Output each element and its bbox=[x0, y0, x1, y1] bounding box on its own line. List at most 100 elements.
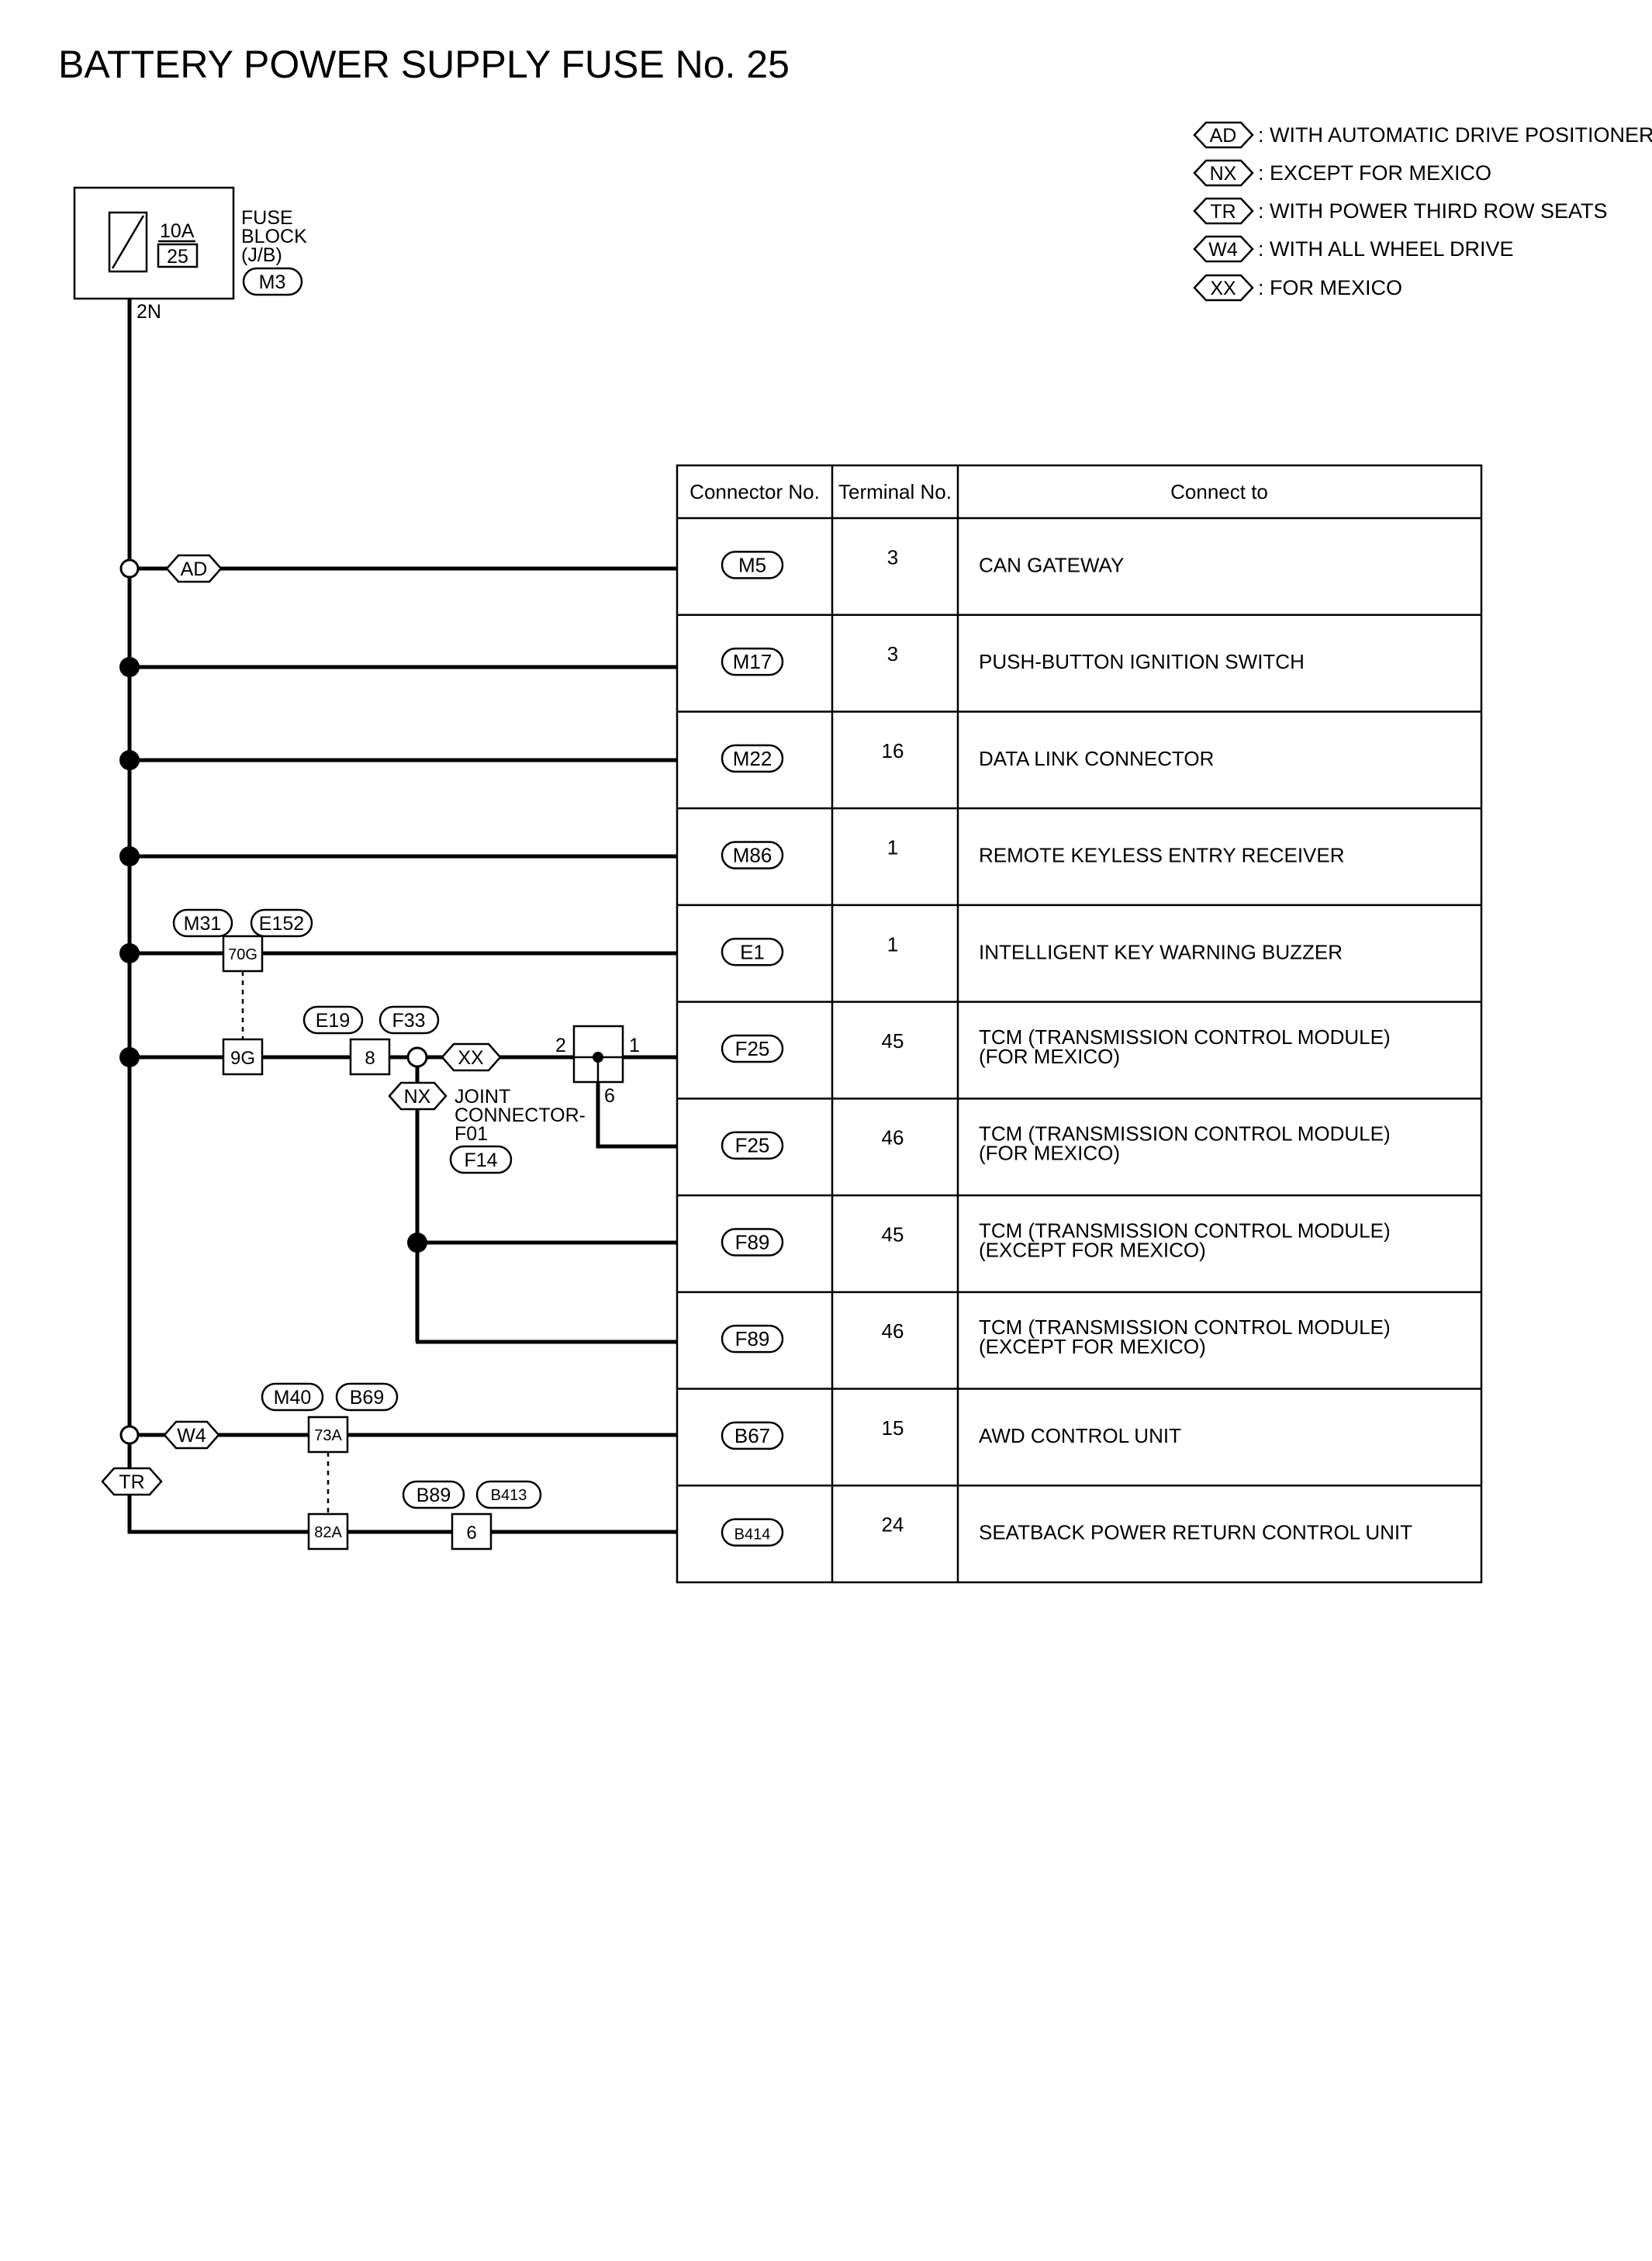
fuse-connector-id: M3 bbox=[259, 271, 286, 293]
joint-pin-label: 6 bbox=[604, 1085, 615, 1107]
connect-to-label: DATA LINK CONNECTOR bbox=[979, 747, 1214, 770]
connector-number: F25 bbox=[735, 1037, 770, 1060]
connect-to-label: SEATBACK POWER RETURN CONTROL UNIT bbox=[979, 1521, 1412, 1544]
option-tag-ad bbox=[165, 554, 223, 583]
fuse-block-label: BLOCK bbox=[241, 226, 307, 247]
connector-number: M17 bbox=[733, 650, 772, 673]
table-header: Connector No. bbox=[689, 480, 820, 503]
terminal-number: 15 bbox=[882, 1416, 904, 1440]
connector-pin-box bbox=[451, 1513, 492, 1551]
page-title: BATTERY POWER SUPPLY FUSE No. 25 bbox=[58, 43, 790, 86]
connector-number: F89 bbox=[735, 1327, 770, 1350]
legend-code: TR bbox=[1210, 201, 1236, 223]
legend-text: : EXCEPT FOR MEXICO bbox=[1258, 161, 1491, 185]
splice-icon bbox=[119, 943, 140, 963]
legend-code: XX bbox=[1210, 278, 1236, 299]
legend-code: AD bbox=[1210, 125, 1237, 147]
terminal-number: 46 bbox=[882, 1319, 904, 1343]
legend-text: : WITH ALL WHEEL DRIVE bbox=[1258, 237, 1514, 261]
fuse-block: 10A 25 FUSE BLOCK (J/B) M3 2N bbox=[73, 186, 307, 323]
legend-code: W4 bbox=[1208, 239, 1238, 261]
connector-table: Connector No. Terminal No. Connect to M5… bbox=[676, 464, 1483, 1584]
connect-to-label: TCM (TRANSMISSION CONTROL MODULE) bbox=[979, 1315, 1391, 1339]
joint-connector-label: F01 bbox=[454, 1123, 488, 1145]
legend-item-ad: AD : WITH AUTOMATIC DRIVE POSITIONER bbox=[1193, 121, 1652, 149]
table-header: Terminal No. bbox=[838, 480, 952, 503]
splice-icon bbox=[119, 846, 140, 866]
connector-pin-label: 9G bbox=[230, 1048, 255, 1069]
option-tag-nx bbox=[388, 1081, 448, 1111]
legend: AD : WITH AUTOMATIC DRIVE POSITIONER NX … bbox=[1193, 121, 1652, 302]
connect-to-label: (EXCEPT FOR MEXICO) bbox=[979, 1335, 1206, 1358]
connector-number: M22 bbox=[733, 747, 772, 770]
connector-pin-box bbox=[349, 1038, 391, 1076]
splice-icon bbox=[119, 1047, 140, 1067]
harness-connector-id: E152 bbox=[259, 913, 304, 935]
table-row: F89 46 TCM (TRANSMISSION CONTROL MODULE)(E… bbox=[677, 1291, 1481, 1358]
harness-connector-id: B413 bbox=[491, 1487, 527, 1504]
connector-number: B414 bbox=[734, 1526, 771, 1544]
legend-item-w4: W4 : WITH ALL WHEEL DRIVE bbox=[1193, 235, 1514, 263]
connect-to-label: (EXCEPT FOR MEXICO) bbox=[979, 1238, 1206, 1261]
harness-connector-id: B89 bbox=[416, 1485, 451, 1506]
connector-number: E1 bbox=[740, 940, 765, 963]
legend-text: : WITH POWER THIRD ROW SEATS bbox=[1258, 199, 1608, 223]
option-tag-xx bbox=[441, 1042, 502, 1072]
table-row: M17 3 PUSH-BUTTON IGNITION SWITCH bbox=[677, 614, 1481, 676]
harness-connector-id: F33 bbox=[392, 1010, 425, 1032]
connector-pin-box bbox=[307, 1416, 349, 1454]
connect-to-label: TCM (TRANSMISSION CONTROL MODULE) bbox=[979, 1122, 1391, 1146]
joint-pin-label: 1 bbox=[629, 1035, 640, 1056]
legend-text: : WITH AUTOMATIC DRIVE POSITIONER bbox=[1258, 123, 1652, 147]
connect-to-label: TCM (TRANSMISSION CONTROL MODULE) bbox=[979, 1219, 1391, 1242]
terminal-number: 46 bbox=[882, 1126, 904, 1150]
terminal-number: 3 bbox=[887, 642, 898, 666]
table-row: F89 45 TCM (TRANSMISSION CONTROL MODULE)(E… bbox=[677, 1194, 1481, 1261]
fuse-number: 25 bbox=[167, 246, 188, 268]
splice-icon bbox=[119, 750, 140, 770]
table-header: Connect to bbox=[1170, 480, 1268, 503]
option-tag-w4 bbox=[163, 1420, 220, 1450]
option-tag-label: TR bbox=[119, 1471, 144, 1493]
fuse-block-label: FUSE bbox=[241, 207, 293, 229]
option-tag-label: XX bbox=[458, 1047, 484, 1069]
option-tag-label: W4 bbox=[177, 1425, 206, 1447]
connect-to-label: AWD CONTROL UNIT bbox=[979, 1424, 1181, 1447]
legend-item-tr: TR : WITH POWER THIRD ROW SEATS bbox=[1193, 197, 1608, 225]
connect-to-label: PUSH-BUTTON IGNITION SWITCH bbox=[979, 650, 1305, 673]
table-row: B414 24 SEATBACK POWER RETURN CONTROL UNIT bbox=[677, 1485, 1481, 1547]
splice-icon bbox=[119, 657, 140, 677]
connector-number: M5 bbox=[738, 553, 766, 576]
option-tag-label: AD bbox=[181, 558, 208, 580]
splice-icon bbox=[407, 1232, 427, 1253]
terminal-number: 1 bbox=[887, 932, 898, 956]
connector-pin-label: 70G bbox=[228, 946, 257, 963]
terminal-number: 1 bbox=[887, 836, 898, 859]
harness-connector-id: M31 bbox=[184, 913, 222, 935]
legend-item-xx: XX : FOR MEXICO bbox=[1193, 274, 1402, 302]
connect-to-label: (FOR MEXICO) bbox=[979, 1142, 1120, 1165]
harness-connector-id: F14 bbox=[464, 1150, 497, 1171]
joint-connector-label: CONNECTOR- bbox=[454, 1105, 586, 1126]
legend-code: NX bbox=[1210, 163, 1237, 185]
joint-pin-label: 2 bbox=[555, 1035, 566, 1056]
terminal-number: 45 bbox=[882, 1222, 904, 1246]
connector-pin-box bbox=[222, 1038, 264, 1076]
terminal-number: 24 bbox=[882, 1513, 904, 1537]
connector-pin-box bbox=[307, 1513, 349, 1551]
fuse-symbol-icon bbox=[108, 211, 148, 273]
fuse-block-label: (J/B) bbox=[241, 244, 282, 266]
connect-to-label: TCM (TRANSMISSION CONTROL MODULE) bbox=[979, 1025, 1391, 1049]
legend-item-nx: NX : EXCEPT FOR MEXICO bbox=[1193, 159, 1491, 187]
connector-number: F89 bbox=[735, 1230, 770, 1253]
connector-number: M86 bbox=[733, 844, 772, 867]
fuse-rating: 10A bbox=[160, 220, 195, 242]
harness-connector-id: B69 bbox=[350, 1387, 384, 1409]
